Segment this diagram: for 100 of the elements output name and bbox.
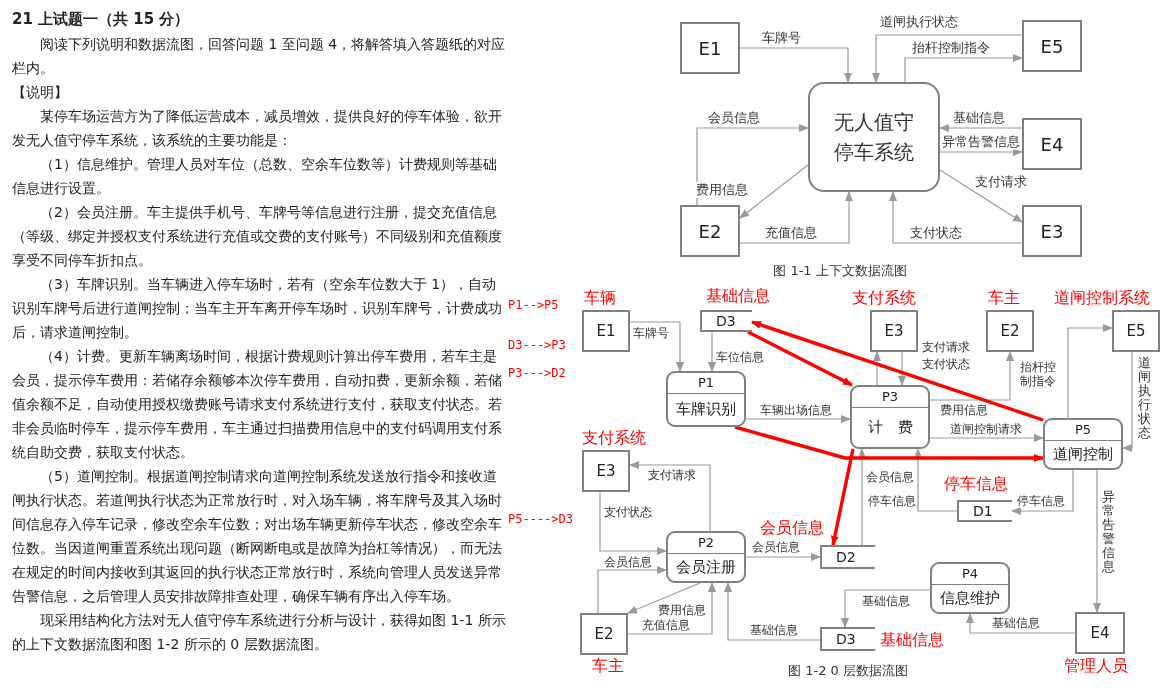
edge-label: 道闸控制请求 — [950, 422, 1022, 436]
arrow — [745, 553, 821, 561]
process-name: 信息维护 — [940, 588, 1000, 609]
arrow — [898, 351, 906, 386]
edge-label: 基础信息 — [953, 110, 1005, 126]
arrow — [1011, 469, 1074, 515]
handwritten-note: 基础信息 — [706, 286, 770, 306]
arrow — [1067, 324, 1113, 419]
handwritten-note: 支付系统 — [582, 428, 646, 448]
arrow — [904, 54, 1023, 83]
handwritten-note: P3--->D2 — [508, 366, 566, 380]
process-box — [666, 371, 746, 427]
arrow — [629, 321, 684, 372]
store-label: D2 — [835, 549, 856, 565]
edge-label: 会员信息 — [752, 540, 800, 554]
process-box — [930, 562, 1010, 614]
entity-label: E5 — [1126, 322, 1146, 340]
heading: 21 上试题一（共 15 分） — [12, 9, 191, 30]
entity-box — [680, 205, 740, 257]
edge-label: 费用信息 — [658, 603, 706, 617]
handwritten-note: 车主 — [592, 656, 624, 676]
arrow — [929, 434, 1044, 442]
arrow — [696, 124, 809, 206]
entity-label: E3 — [596, 462, 616, 480]
arrow — [889, 191, 1023, 244]
process-name: 会员注册 — [676, 557, 736, 578]
process-name: 车牌识别 — [676, 399, 736, 420]
arrow — [873, 351, 881, 386]
system-box — [808, 82, 940, 192]
handwritten-note: 基础信息 — [880, 630, 944, 650]
edge-label: 支付请求 — [975, 174, 1027, 190]
process-number: P1 — [668, 373, 744, 394]
arrow — [939, 169, 1023, 223]
edge-label: 车辆出场信息 — [760, 403, 832, 417]
arrow — [599, 491, 667, 555]
data-store — [957, 500, 1012, 522]
arrow — [841, 589, 931, 628]
edge-label: 道闸执行状态 — [880, 14, 958, 30]
entity-box — [1022, 205, 1082, 257]
entity-label: E3 — [1040, 220, 1064, 242]
arrow — [739, 191, 853, 244]
entity-label: E1 — [596, 322, 616, 340]
process-number: P5 — [1045, 420, 1121, 441]
edge-label: 车牌号 — [762, 30, 801, 46]
entity-box — [1022, 20, 1082, 72]
entity-label: E4 — [1040, 133, 1064, 155]
data-store — [820, 627, 875, 651]
arrow — [597, 566, 667, 614]
handwritten-note: 停车信息 — [944, 474, 1008, 494]
edge-label: 费用信息 — [940, 403, 988, 417]
process-number: P4 — [932, 564, 1008, 585]
arrow — [966, 613, 1076, 634]
arrow — [858, 448, 866, 546]
handwritten-note: 车主 — [988, 288, 1020, 308]
entity-label: E2 — [698, 220, 722, 242]
edge-label: 停车信息 — [868, 494, 916, 508]
arrow — [872, 34, 1023, 83]
entity-box — [580, 613, 628, 655]
edge-label: 会员信息 — [708, 110, 760, 126]
edge-label: 停车信息 — [1017, 494, 1065, 508]
entity-box — [680, 22, 740, 74]
paragraph: （4）计费。更新车辆离场时间，根据计费规则计算出停车费用，若车主是会员，提示停车费用：若储存余额够本次停车费用，自动扣费，更新余额，若储值余额不足，自动使用授权缴费账号请求支付系统进行支付，获取支付状态。若非会员临时停车，提示停车费用，车主通过扫描费用信息中的支付码调用支付系统自助交费，获取支付状态。 — [12, 347, 503, 462]
arrow — [1093, 469, 1101, 613]
entity-label: E2 — [594, 625, 614, 643]
edge-label: 支付状态 — [604, 505, 652, 519]
entity-box — [1075, 612, 1125, 654]
edge-label: 抬杆控制指令 — [912, 40, 990, 56]
entity-label: E4 — [1090, 624, 1110, 642]
handwritten-note: P5---->D3 — [508, 512, 574, 526]
store-label: D3 — [715, 313, 736, 329]
edge-label: 支付请求 — [922, 340, 970, 354]
arrow — [745, 415, 851, 423]
edge-label: 费用信息 — [696, 182, 748, 198]
edge-label: 支付请求 — [648, 468, 696, 482]
arrow — [830, 448, 855, 546]
data-store — [820, 545, 875, 569]
process-box — [850, 385, 930, 449]
edge-label: 车位信息 — [716, 350, 764, 364]
edge-label: 基础信息 — [992, 616, 1040, 630]
edge-label: 基础信息 — [862, 594, 910, 608]
process-name: 道闸控制 — [1053, 444, 1113, 465]
arrow — [629, 461, 711, 532]
paragraph: 【说明】 — [12, 83, 69, 102]
process-box — [1043, 418, 1123, 470]
arrow — [724, 582, 821, 641]
entity-box — [1022, 118, 1082, 170]
handwritten-note: 支付系统 — [852, 288, 916, 308]
figure-caption: 图 1-1 上下文数据流图 — [773, 262, 907, 280]
entity-box — [582, 450, 630, 492]
entity-label: E5 — [1040, 35, 1064, 57]
arrow — [929, 351, 1014, 401]
system-name: 无人值守停车系统 — [833, 109, 915, 166]
process-box — [666, 531, 746, 583]
edge-label: 异常告警信息 — [942, 134, 1020, 150]
entity-box — [582, 310, 630, 352]
entity-box — [1112, 310, 1160, 352]
arrow — [739, 47, 852, 83]
edge-label: 充值信息 — [765, 225, 817, 241]
edge-label: 支付状态 — [922, 357, 970, 371]
edge-label: 道闸执行状态 — [1138, 356, 1152, 440]
